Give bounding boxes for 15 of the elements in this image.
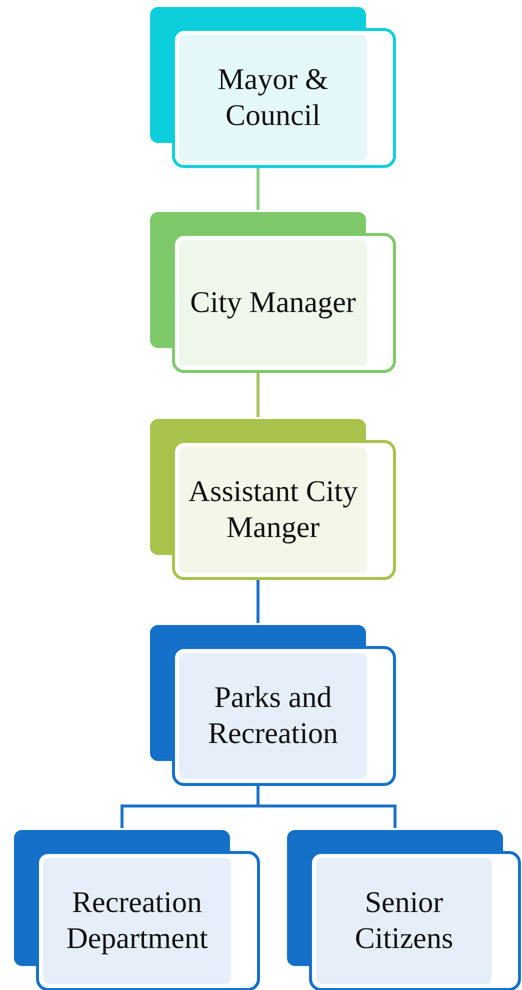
org-chart-box bbox=[285, 828, 522, 990]
org-chart-box bbox=[12, 828, 262, 990]
role-title: Mayor & Council bbox=[216, 62, 330, 134]
role-title: Senior Citizens bbox=[354, 885, 454, 957]
org-chart-box bbox=[148, 210, 398, 375]
org-chart-box bbox=[148, 417, 398, 582]
org-chart-box bbox=[148, 623, 398, 788]
connector-line bbox=[256, 373, 260, 417]
connector-line bbox=[256, 168, 260, 210]
org-chart-box bbox=[148, 5, 398, 170]
role-title: Parks and Recreation bbox=[207, 680, 339, 752]
role-title: Assistant City Manger bbox=[187, 474, 359, 546]
role-title: Recreation Department bbox=[65, 885, 209, 957]
connector-line bbox=[256, 580, 260, 623]
role-title: City Manager bbox=[190, 285, 356, 321]
